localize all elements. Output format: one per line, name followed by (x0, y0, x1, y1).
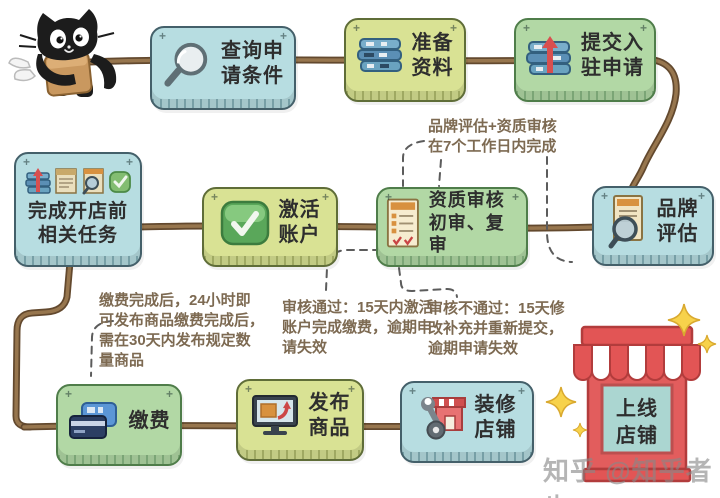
step-label: 装修 店铺 (474, 394, 517, 441)
step-pay-fee: 缴费 (56, 384, 182, 466)
step-submit-application: 提交入 驻申请 (514, 18, 656, 102)
annotation-publish-rule: 缴费完成后，24小时即 可发布商品缴费完成后， 需在30天内发布规定数 量商品 (99, 292, 265, 369)
mini-notepad-icon (54, 168, 77, 194)
step-label: 发布 商品 (308, 392, 351, 439)
annotation-approved: 审核通过：15天内激活 账户完成缴费，逾期申 请失效 (282, 299, 434, 356)
annotation-review-duration: 品牌评估+资质审核 在7个工作日内完成 (428, 118, 557, 155)
magnifier-icon (164, 42, 208, 87)
zhihu-watermark: 知乎 @知乎者也 (543, 456, 713, 498)
step-publish-products: 发布 商品 (236, 379, 364, 461)
step-label: 准备 资料 (411, 32, 454, 79)
step-pre-opening-tasks: 完成开店前 相关任务 (14, 152, 142, 267)
step-brand-evaluation: 品牌 评估 (592, 186, 714, 266)
mini-doc-magnifier-icon (82, 168, 104, 195)
mini-check-icon (108, 171, 131, 194)
task-mini-icons (24, 167, 132, 195)
repair-tools-icon (420, 397, 466, 440)
tmall-cat-mascot (8, 9, 117, 97)
step-label: 查询申 请条件 (221, 40, 284, 87)
step-label: 提交入 驻申请 (581, 32, 644, 79)
step-label: 激活 账户 (278, 199, 321, 246)
annotation-rejected: 审核不通过：15天修 改补充并重新提交， 逾期申请失效 (428, 300, 565, 357)
bank-cards-icon (68, 402, 117, 439)
step-query-conditions: 查询申 请条件 (150, 26, 296, 110)
step-label: 品牌 评估 (656, 198, 699, 245)
books-stack-icon (356, 38, 402, 72)
books-upload-icon (526, 36, 571, 75)
step-activate-account: 激活 账户 (202, 187, 338, 267)
step-prepare-docs: 准备 资料 (344, 18, 466, 102)
step-launch-shop-label: 上线 店铺 (616, 398, 658, 447)
step-qualification-review: 资质审核 初审、复审 (376, 187, 528, 267)
checklist-icon (386, 198, 419, 248)
mini-books-upload-icon (24, 168, 51, 194)
doc-magnifier-icon (608, 195, 643, 249)
step-label: 完成开店前 相关任务 (27, 201, 128, 246)
step-label: 缴费 (128, 409, 171, 432)
monitor-icon (251, 395, 298, 435)
storefront-icon (573, 325, 701, 483)
step-decorate-shop: 装修 店铺 (400, 381, 534, 463)
step-label: 资质审核 初审、复审 (428, 190, 505, 256)
check-button-icon (220, 200, 269, 246)
